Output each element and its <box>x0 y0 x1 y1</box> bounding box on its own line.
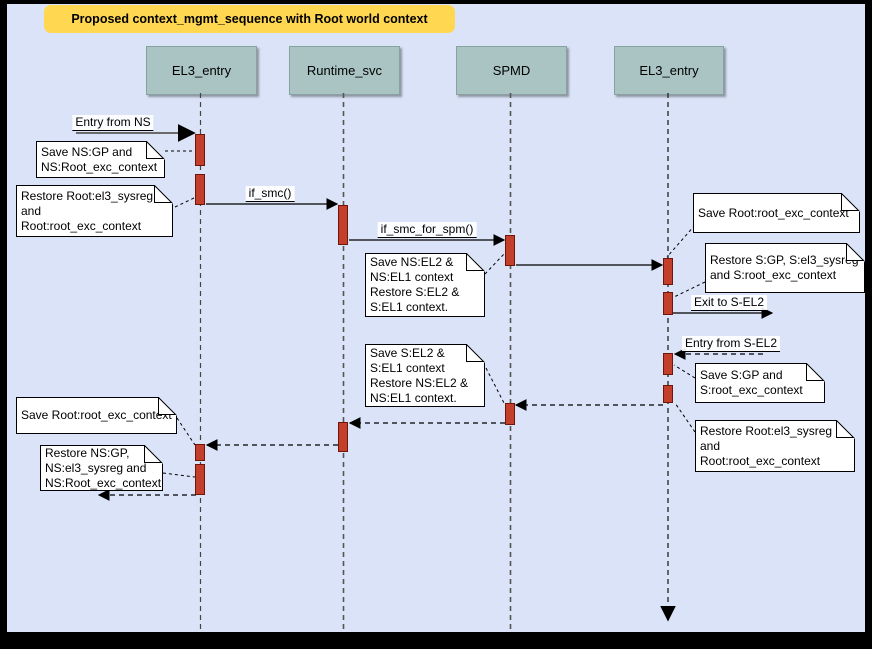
note-restore-s-gp: Restore S:GP, S:el3_sysreg and S:root_ex… <box>705 243 865 293</box>
participant-box-el3-entry-right: EL3_entry <box>614 46 724 95</box>
note-save-ns-gp: Save NS:GP and NS:Root_exc_context <box>36 141 165 178</box>
note-connector-2 <box>174 197 195 208</box>
diagram-lines-layer <box>76 93 774 632</box>
diagram-title: Proposed context_mgmt_sequence with Root… <box>44 5 455 33</box>
note-fold-icon <box>841 193 860 212</box>
note-fold-icon <box>836 420 855 439</box>
activation-spmd-1 <box>505 235 515 266</box>
activation-runtime-1 <box>338 205 348 245</box>
message-label-entry-from-s-el2: Entry from S-EL2 <box>681 336 781 352</box>
note-restore-root-el3-sysreg-right: Restore Root:el3_sysreg and Root:root_ex… <box>695 420 855 472</box>
message-label-entry-from-ns: Entry from NS <box>72 115 154 131</box>
note-text: Restore Root:el3_sysreg and Root:root_ex… <box>700 423 833 468</box>
activation-spmd-2 <box>505 403 515 425</box>
note-text: Save NS:GP and NS:Root_exc_context <box>41 144 158 174</box>
note-text: Save Root:root_exc_context <box>21 408 172 422</box>
note-save-ns-el2-restore-s-el2: Save NS:EL2 & NS:EL1 context Restore S:E… <box>365 253 485 317</box>
note-fold-icon <box>154 185 173 204</box>
participant-box-el3-entry-left: EL3_entry <box>146 46 257 95</box>
activation-el3-left-2 <box>195 174 205 205</box>
note-connector-3 <box>484 253 505 275</box>
note-fold-icon <box>158 397 177 416</box>
note-connector-9 <box>176 417 196 446</box>
note-text: Save Root:root_exc_context <box>698 205 849 220</box>
note-fold-icon <box>846 243 865 262</box>
participant-box-spmd: SPMD <box>456 46 567 95</box>
note-fold-icon <box>806 363 825 382</box>
note-restore-ns-gp: Restore NS:GP, NS:el3_sysreg and NS:Root… <box>40 445 163 491</box>
note-fold-icon <box>466 344 485 363</box>
note-connector-8 <box>485 367 505 404</box>
activation-runtime-2 <box>338 422 348 452</box>
note-text: Restore S:GP, S:el3_sysreg and S:root_ex… <box>710 253 859 282</box>
note-fold-icon <box>146 141 165 160</box>
note-text: Save S:EL2 & S:EL1 context Restore NS:EL… <box>370 345 469 405</box>
note-save-s-gp: Save S:GP and S:root_exc_context <box>695 363 825 403</box>
diagram-canvas: Proposed context_mgmt_sequence with Root… <box>7 4 865 632</box>
note-save-s-el2-restore-ns-el2: Save S:EL2 & S:EL1 context Restore NS:EL… <box>365 344 485 407</box>
note-save-root-exc-context-left: Save Root:root_exc_context <box>16 397 177 434</box>
note-connector-4 <box>666 224 696 258</box>
activation-el3-right-4 <box>663 385 673 403</box>
note-fold-icon <box>466 253 485 272</box>
note-fold-icon <box>144 445 163 464</box>
activation-el3-right-1 <box>663 258 673 285</box>
note-text: Save NS:EL2 & NS:EL1 context Restore S:E… <box>370 255 460 314</box>
message-label-exit-to-s-el2: Exit to S-EL2 <box>690 295 768 311</box>
activation-el3-left-3 <box>195 444 205 461</box>
note-text: Save S:GP and S:root_exc_context <box>700 368 803 397</box>
note-restore-root-el3-sysreg-left: Restore Root:el3_sysreg and Root:root_ex… <box>16 185 173 237</box>
note-connector-10 <box>162 472 196 478</box>
message-label-if-smc-for-spm: if_smc_for_spm() <box>377 222 477 238</box>
activation-el3-left-4 <box>195 464 205 495</box>
note-connector-7 <box>674 402 696 433</box>
note-save-root-exc-context-right: Save Root:root_exc_context <box>693 193 860 233</box>
activation-el3-right-2 <box>663 292 673 315</box>
activation-el3-left-1 <box>195 134 205 166</box>
note-text: Restore Root:el3_sysreg and Root:root_ex… <box>21 188 154 233</box>
message-label-if-smc: if_smc() <box>245 186 295 202</box>
activation-el3-right-3 <box>663 353 673 375</box>
note-text: Restore NS:GP, NS:el3_sysreg and NS:Root… <box>45 445 162 490</box>
note-connector-6 <box>673 364 696 379</box>
participant-box-runtime-svc: Runtime_svc <box>289 46 400 95</box>
